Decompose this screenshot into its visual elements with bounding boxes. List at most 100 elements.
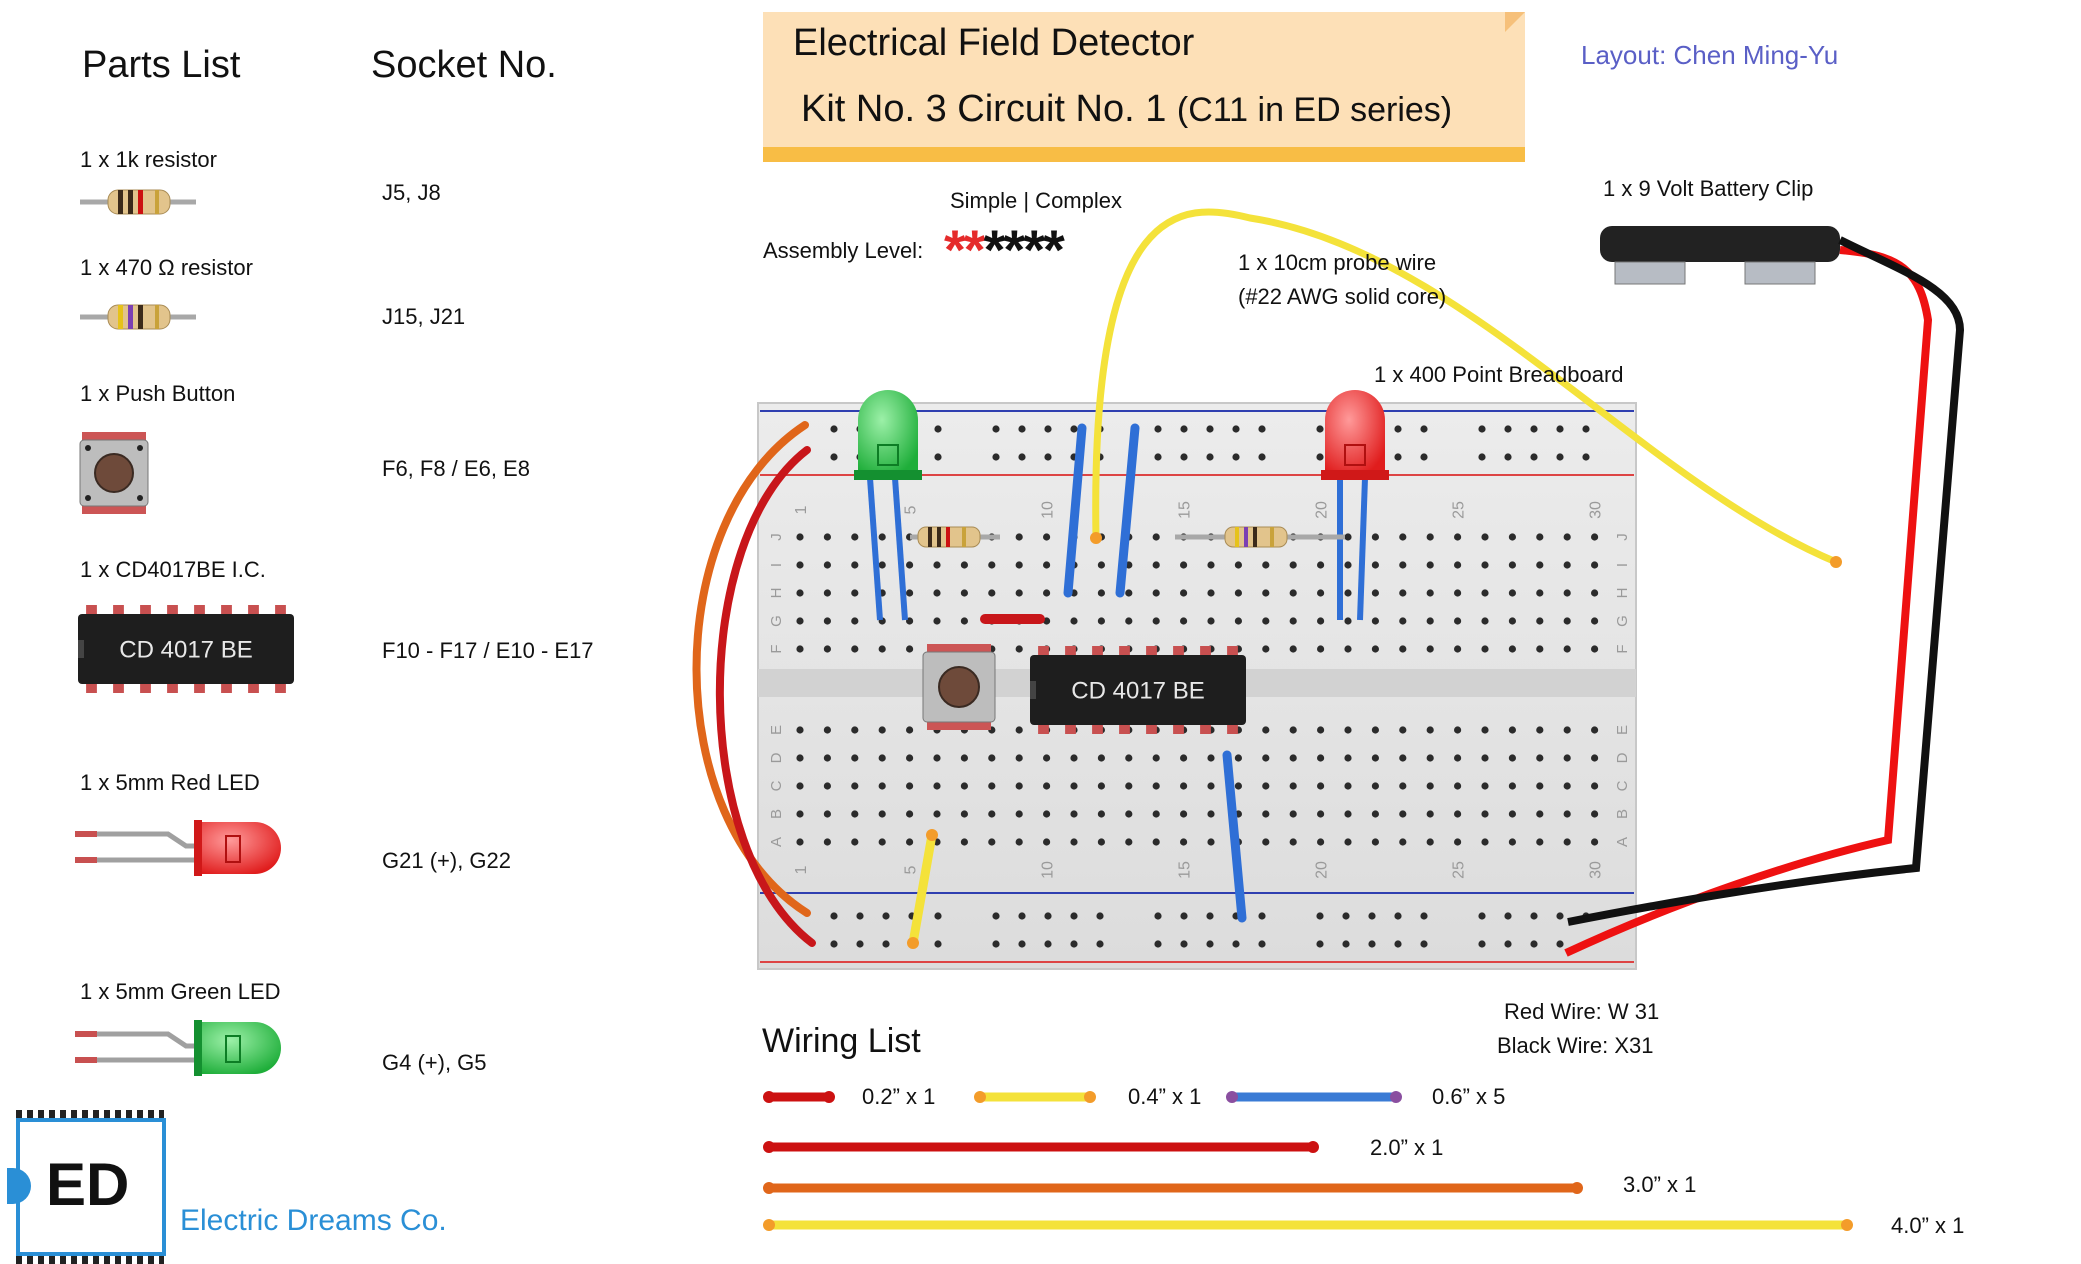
bb-row-letter: D: [768, 752, 785, 763]
bb-hole: [1317, 561, 1325, 569]
bb-hole: [1125, 754, 1133, 762]
bb-column-number: 10: [1040, 501, 1057, 519]
bb-hole: [1043, 754, 1051, 762]
title-card-bar: [763, 147, 1525, 162]
wire-label-0-4: 0.4” x 1: [1128, 1084, 1202, 1109]
bb-hole: [1426, 533, 1434, 541]
bb-hole: [1368, 940, 1376, 948]
bb-hole: [1481, 810, 1489, 818]
bb-hole: [1344, 533, 1352, 541]
yellow-probe-wire: [1092, 208, 1840, 566]
bb-hole: [1097, 617, 1105, 625]
wire-sample-end: [1226, 1091, 1238, 1103]
bb-hole: [1399, 838, 1407, 846]
bb-hole: [1426, 726, 1434, 734]
bb-hole: [882, 912, 890, 920]
ic-marking: CD 4017 BE: [1071, 677, 1204, 704]
bb-hole: [1207, 617, 1215, 625]
bb-hole: [1015, 838, 1023, 846]
bb-hole: [878, 533, 886, 541]
bb-hole: [1394, 912, 1402, 920]
bb-hole: [796, 561, 804, 569]
title-card: Electrical Field Detector Kit No. 3 Circ…: [763, 12, 1525, 162]
bb-hole: [1180, 782, 1188, 790]
bb-hole: [1234, 617, 1242, 625]
part-label-ic: 1 x CD4017BE I.C.: [80, 557, 266, 582]
assembly-star: *: [983, 218, 1006, 281]
bb-hole: [1206, 453, 1214, 461]
ic-notch: [78, 640, 84, 658]
bb-hole: [796, 754, 804, 762]
bb-hole: [988, 754, 996, 762]
bb-hole: [934, 940, 942, 948]
bb-hole: [1508, 726, 1516, 734]
bb-hole: [988, 810, 996, 818]
bb-hole: [1258, 453, 1266, 461]
ic-pin: [1227, 646, 1238, 656]
wire-sample-end: [823, 1091, 835, 1103]
bb-hole: [1426, 810, 1434, 818]
bb-hole: [1481, 782, 1489, 790]
bb-hole: [1096, 940, 1104, 948]
bb-hole: [1454, 561, 1462, 569]
bb-hole: [933, 754, 941, 762]
part-label-red-led: 1 x 5mm Red LED: [80, 770, 260, 795]
bb-hole: [1454, 589, 1462, 597]
bb-hole: [796, 589, 804, 597]
bb-row-letter: G: [768, 615, 785, 627]
bb-hole: [1180, 561, 1188, 569]
bb-hole: [878, 726, 886, 734]
bb-hole: [1289, 782, 1297, 790]
blue-wire-3: [1222, 750, 1247, 923]
bb-hole: [823, 838, 832, 846]
bb-hole: [1399, 726, 1407, 734]
bb-hole: [1368, 912, 1376, 920]
bb-hole: [1426, 645, 1434, 653]
bb-row-letter: H: [768, 588, 785, 599]
bb-hole: [1454, 754, 1462, 762]
bb-hole: [1399, 645, 1407, 653]
ic-pin: [1200, 724, 1211, 734]
bb-column-number: 1: [793, 865, 810, 874]
bb-hole: [882, 940, 890, 948]
bb-hole: [1043, 838, 1051, 846]
bb-hole: [851, 533, 859, 541]
bb-hole: [1563, 617, 1571, 625]
bb-hole: [1481, 533, 1489, 541]
bb-hole: [1426, 838, 1434, 846]
bb-hole: [1018, 912, 1026, 920]
bb-hole: [1478, 425, 1486, 433]
assembly-scale: Simple | Complex: [950, 188, 1122, 213]
bb-hole: [906, 589, 914, 597]
wire-label-4-0: 4.0” x 1: [1891, 1213, 1965, 1238]
ic-body: [78, 614, 294, 684]
bb-hole: [796, 810, 804, 818]
wire-label-0-6: 0.6” x 5: [1432, 1084, 1506, 1109]
bb-hole: [1015, 782, 1023, 790]
bb-hole: [796, 782, 804, 790]
bb-hole: [1317, 726, 1325, 734]
board-green-led: [854, 390, 922, 480]
led-green-leg-2: [892, 477, 908, 621]
bb-hole: [1154, 912, 1162, 920]
bb-hole: [1591, 838, 1599, 846]
bb-hole: [1591, 810, 1599, 818]
bb-hole: [1232, 425, 1240, 433]
bb-hole: [1454, 533, 1462, 541]
bb-hole: [1317, 589, 1325, 597]
bb-hole: [1399, 533, 1407, 541]
bb-hole: [1262, 782, 1270, 790]
bb-hole: [856, 912, 864, 920]
bb-hole: [1530, 425, 1538, 433]
bb-hole: [830, 912, 838, 920]
bb-hole: [1481, 838, 1489, 846]
bb-hole: [1399, 561, 1407, 569]
wire-sample-end: [974, 1091, 986, 1103]
bb-hole: [1207, 810, 1215, 818]
bb-row-letter: F: [1614, 644, 1631, 653]
wire-sample-end: [1307, 1141, 1319, 1153]
bb-hole: [1556, 453, 1564, 461]
bb-hole: [1015, 754, 1023, 762]
bb-hole: [1591, 589, 1599, 597]
bb-hole: [1481, 645, 1489, 653]
